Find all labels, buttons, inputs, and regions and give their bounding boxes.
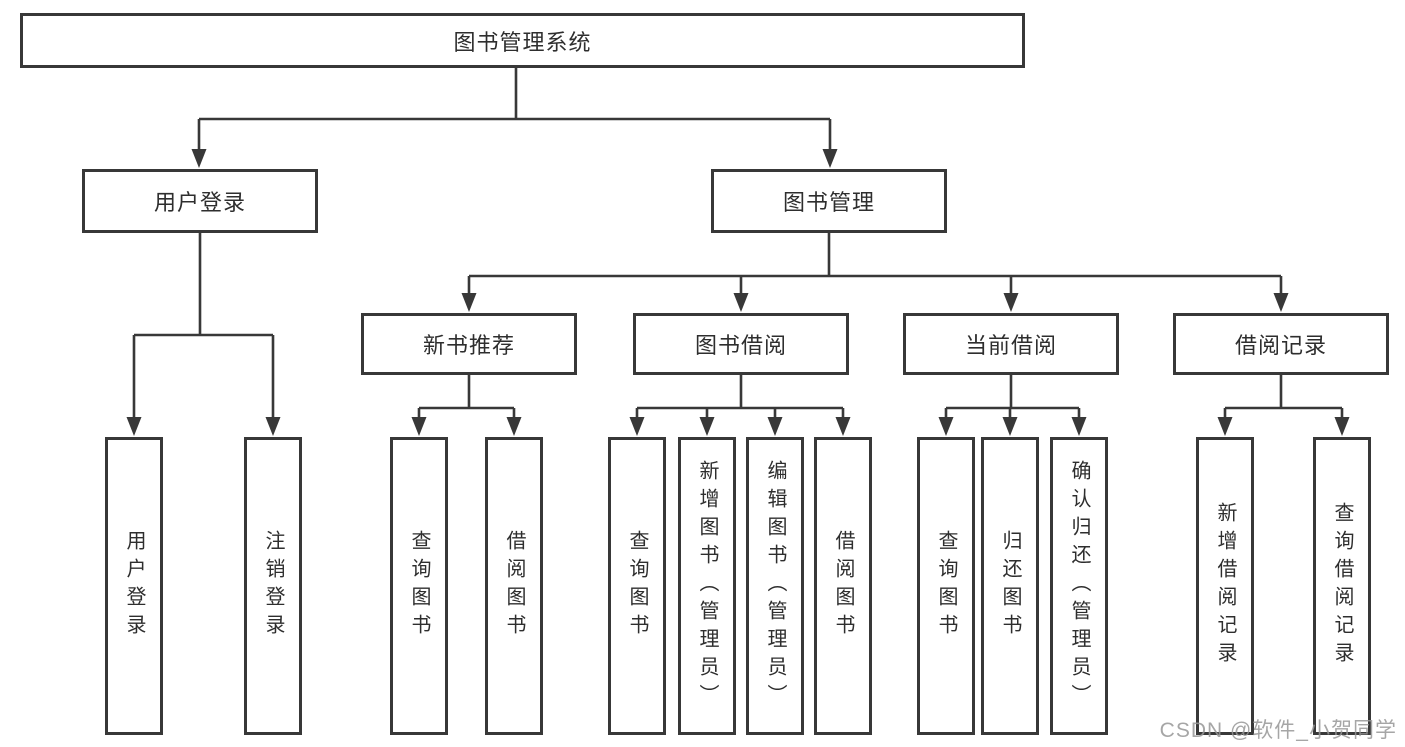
leaf-borrow-books-2: 借阅图书 <box>814 437 872 735</box>
node-label: 当前借阅 <box>964 333 1057 358</box>
leaf-add-borrow-record: 新增借阅记录 <box>1196 437 1254 735</box>
node-current-borrowing: 当前借阅 <box>903 313 1119 375</box>
node-label: 新增图书（管理员） <box>696 460 718 712</box>
leaf-query-books-2: 查询图书 <box>608 437 666 735</box>
leaf-query-borrow-record: 查询借阅记录 <box>1313 437 1371 735</box>
node-label: 图书管理 <box>782 190 875 215</box>
node-label: 确认归还（管理员） <box>1068 460 1090 712</box>
node-label: 查询图书 <box>408 530 430 642</box>
leaf-logout: 注销登录 <box>244 437 302 735</box>
leaf-query-books-1: 查询图书 <box>390 437 448 735</box>
leaf-user-login: 用户登录 <box>105 437 163 735</box>
node-label: 编辑图书（管理员） <box>764 460 786 712</box>
node-user-login: 用户登录 <box>82 169 318 233</box>
node-borrowing-records: 借阅记录 <box>1173 313 1389 375</box>
node-label: 用户登录 <box>153 190 246 215</box>
leaf-confirm-return-admin: 确认归还（管理员） <box>1050 437 1108 735</box>
arrowheads <box>126 149 1350 436</box>
node-label: 借阅图书 <box>832 530 854 642</box>
node-new-book-recommendation: 新书推荐 <box>361 313 577 375</box>
node-label: 借阅图书 <box>503 530 525 642</box>
node-label: 图书管理系统 <box>453 29 592 55</box>
csdn-watermark: CSDN @软件_小贺同学 <box>1159 719 1397 742</box>
leaf-edit-books-admin: 编辑图书（管理员） <box>746 437 804 735</box>
node-label: 用户登录 <box>123 530 145 642</box>
node-label: 新增借阅记录 <box>1214 502 1236 670</box>
node-label: 图书借阅 <box>694 333 787 358</box>
node-label: 归还图书 <box>999 530 1021 642</box>
node-label: 查询图书 <box>626 530 648 642</box>
node-library-management-system: 图书管理系统 <box>20 13 1025 68</box>
leaf-add-books-admin: 新增图书（管理员） <box>678 437 736 735</box>
node-book-borrowing: 图书借阅 <box>633 313 849 375</box>
node-label: 查询借阅记录 <box>1331 502 1353 670</box>
node-label: 注销登录 <box>262 530 284 642</box>
leaf-query-books-3: 查询图书 <box>917 437 975 735</box>
node-label: 新书推荐 <box>422 333 515 358</box>
leaf-return-books: 归还图书 <box>981 437 1039 735</box>
leaf-borrow-books-1: 借阅图书 <box>485 437 543 735</box>
node-label: 查询图书 <box>935 530 957 642</box>
node-label: 借阅记录 <box>1234 333 1327 358</box>
node-book-management: 图书管理 <box>711 169 947 233</box>
